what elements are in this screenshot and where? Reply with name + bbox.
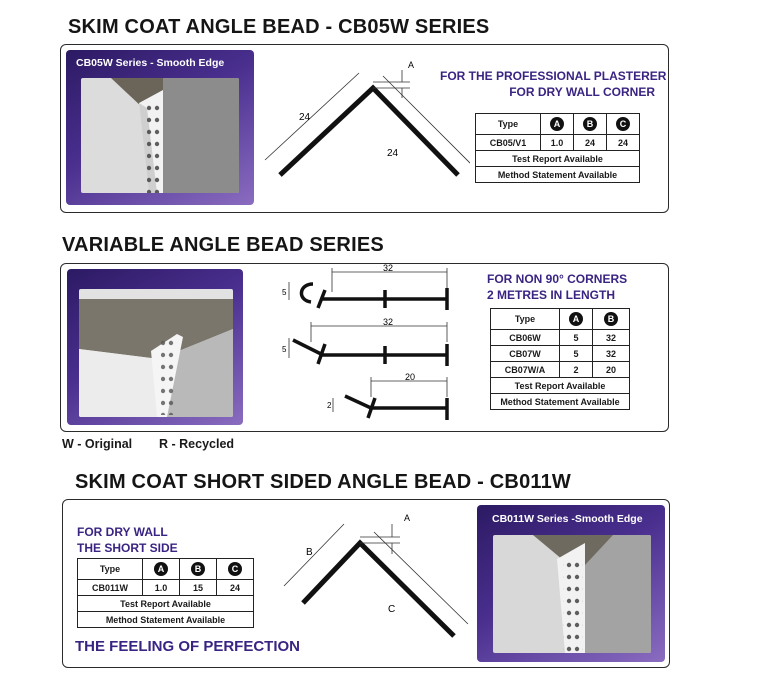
section3-label-c: C: [388, 604, 395, 615]
section3-photo-box: CB011W Series -Smooth Edge: [477, 505, 665, 662]
table-row: CB07W/A 2 20: [490, 361, 630, 378]
section1-tagline-line1: FOR THE PROFESSIONAL PLASTERER: [440, 69, 667, 83]
table-row: CB06W 5 32: [490, 329, 630, 346]
section2-tagline-line2: 2 METRES IN LENGTH: [487, 288, 616, 302]
table-header-a-badge: A: [550, 117, 564, 131]
table-header-a-badge: A: [569, 312, 583, 326]
table-cell: CB05/V1: [475, 134, 541, 151]
table-header-b-badge: B: [191, 562, 205, 576]
d3-length-label: 20: [405, 372, 415, 382]
section1-photo-box: CB05W Series - Smooth Edge: [66, 50, 254, 205]
section3-product-photo: [493, 535, 651, 653]
section3-profile-diagram: A B C: [283, 513, 469, 638]
section1-profile-diagram: A 24 24: [264, 60, 470, 177]
table-row: CB05/V1 1.0 24 24: [475, 134, 640, 151]
table-cell: 24: [606, 134, 640, 151]
table-header-type: Type: [490, 308, 560, 330]
table-cell: 24: [216, 579, 254, 596]
legend-recycled: R - Recycled: [159, 437, 235, 451]
table-cell: CB011W: [77, 579, 143, 596]
table-cell: 15: [179, 579, 217, 596]
table-cell: 2: [559, 361, 593, 378]
table-cell: 1.0: [540, 134, 574, 151]
section1-product-photo: [81, 78, 239, 193]
table-header-type: Type: [475, 113, 541, 135]
table-note: Method Statement Available: [490, 393, 630, 410]
section3-tagline: FOR DRY WALL THE SHORT SIDE: [77, 524, 178, 556]
table-cell: 24: [573, 134, 607, 151]
section2-heading: VARIABLE ANGLE BEAD SERIES: [62, 234, 384, 256]
section1-label-a: A: [408, 60, 414, 70]
table-cell: CB07W: [490, 345, 560, 362]
section1-photo-title: CB05W Series - Smooth Edge: [76, 57, 225, 69]
section1-spec-table: Type A B C CB05/V1 1.0 24 24 Test Report…: [475, 113, 640, 183]
section2-tagline-line1: FOR NON 90° CORNERS: [487, 272, 628, 286]
section3-slogan: THE FEELING OF PERFECTION: [75, 638, 301, 655]
table-cell: 1.0: [142, 579, 180, 596]
section3-label-a: A: [404, 513, 410, 523]
section1-label-left-leg: 24: [299, 112, 311, 123]
table-note: Test Report Available: [475, 150, 640, 167]
table-header-b-badge: B: [604, 312, 618, 326]
table-row: CB011W 1.0 15 24: [77, 579, 254, 596]
table-header-c-badge: C: [228, 562, 242, 576]
section2-profile-diagrams: 32 5 32 5 20 2: [282, 263, 449, 420]
d3-height-label: 2: [327, 401, 332, 410]
section3-tagline-line1: FOR DRY WALL: [77, 525, 168, 539]
table-header-type: Type: [77, 558, 143, 580]
d2-height-label: 5: [282, 345, 287, 354]
table-header-a-badge: A: [154, 562, 168, 576]
section1-heading: SKIM COAT ANGLE BEAD - CB05W SERIES: [68, 16, 490, 38]
table-row: CB07W 5 32: [490, 345, 630, 362]
section1-label-right-leg: 24: [387, 148, 399, 159]
section2-spec-table: Type A B CB06W 5 32 CB07W 5 32 CB07W/A 2…: [490, 308, 630, 410]
table-cell: 32: [592, 329, 630, 346]
section2-photo-box: [67, 269, 243, 425]
table-header-b-badge: B: [583, 117, 597, 131]
section3-spec-table: Type A B C CB011W 1.0 15 24 Test Report …: [77, 558, 254, 628]
section1-tagline: FOR THE PROFESSIONAL PLASTERER FOR DRY W…: [440, 68, 667, 100]
d1-height-label: 5: [282, 288, 287, 297]
table-note: Test Report Available: [490, 377, 630, 394]
section3-heading: SKIM COAT SHORT SIDED ANGLE BEAD - CB011…: [75, 471, 572, 493]
section3-photo-title: CB011W Series -Smooth Edge: [492, 513, 643, 525]
d1-length-label: 32: [383, 263, 393, 273]
table-cell: CB06W: [490, 329, 560, 346]
table-note: Method Statement Available: [77, 611, 254, 628]
section1-tagline-line2: FOR DRY WALL CORNER: [509, 85, 655, 99]
legend-original: W - Original: [62, 437, 133, 451]
table-note: Test Report Available: [77, 595, 254, 612]
section3-tagline-line2: THE SHORT SIDE: [77, 541, 178, 555]
table-cell: 5: [559, 329, 593, 346]
table-note: Method Statement Available: [475, 166, 640, 183]
section2-product-photo: [79, 289, 233, 417]
table-header-c-badge: C: [616, 117, 630, 131]
table-cell: 32: [592, 345, 630, 362]
section3-label-b: B: [306, 547, 313, 558]
section2-tagline: FOR NON 90° CORNERS 2 METRES IN LENGTH: [487, 271, 627, 303]
d2-length-label: 32: [383, 317, 393, 327]
table-cell: 5: [559, 345, 593, 362]
table-cell: CB07W/A: [490, 361, 560, 378]
table-cell: 20: [592, 361, 630, 378]
